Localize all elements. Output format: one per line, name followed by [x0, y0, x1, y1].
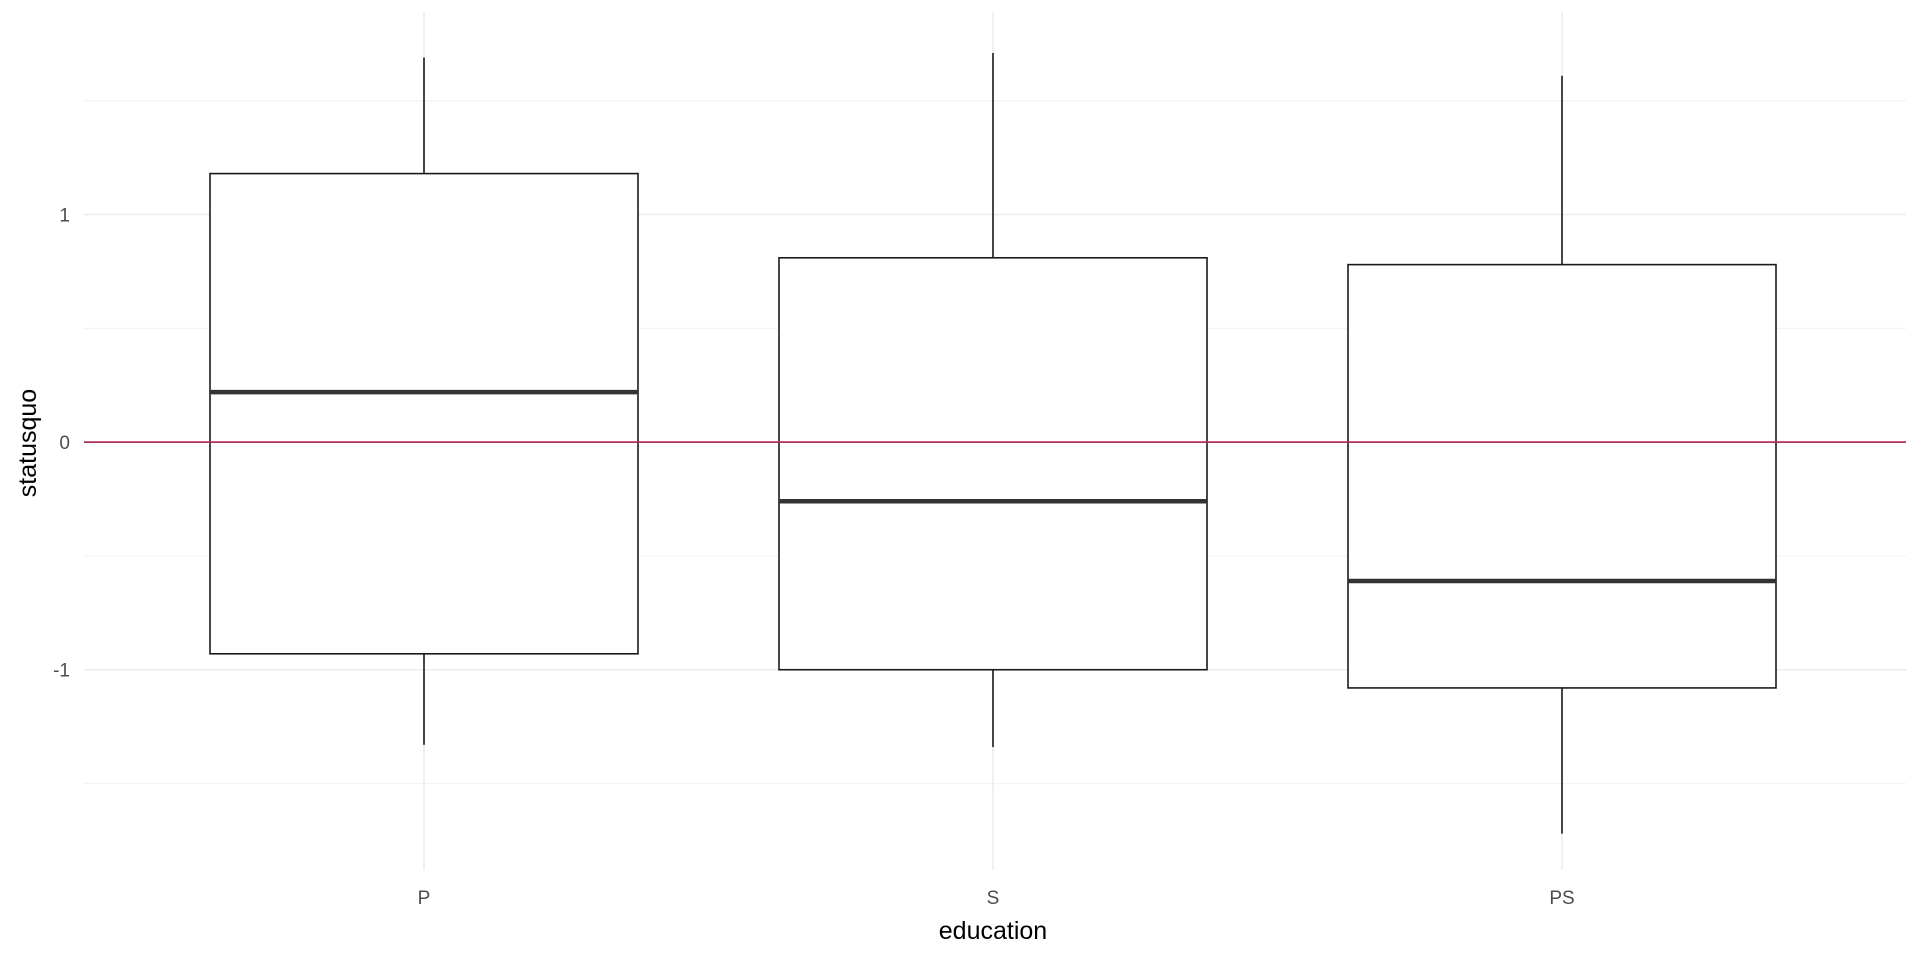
box-body [1347, 263, 1777, 689]
box-body [778, 256, 1208, 671]
y-tick-label: -1 [53, 661, 70, 682]
box-body [209, 172, 639, 655]
x-tick-label: PS [1549, 888, 1574, 909]
x-tick-label: S [987, 888, 1000, 909]
x-tick-label: P [418, 888, 431, 909]
y-tick-label: 1 [59, 206, 70, 227]
box-s [778, 52, 1208, 748]
box-p [209, 57, 639, 745]
y-axis-title: statusquo [14, 389, 42, 497]
box-ps [1347, 75, 1777, 834]
boxes-layer [209, 52, 1777, 834]
y-tick-label: 0 [59, 433, 70, 454]
x-axis-title: education [939, 917, 1047, 945]
